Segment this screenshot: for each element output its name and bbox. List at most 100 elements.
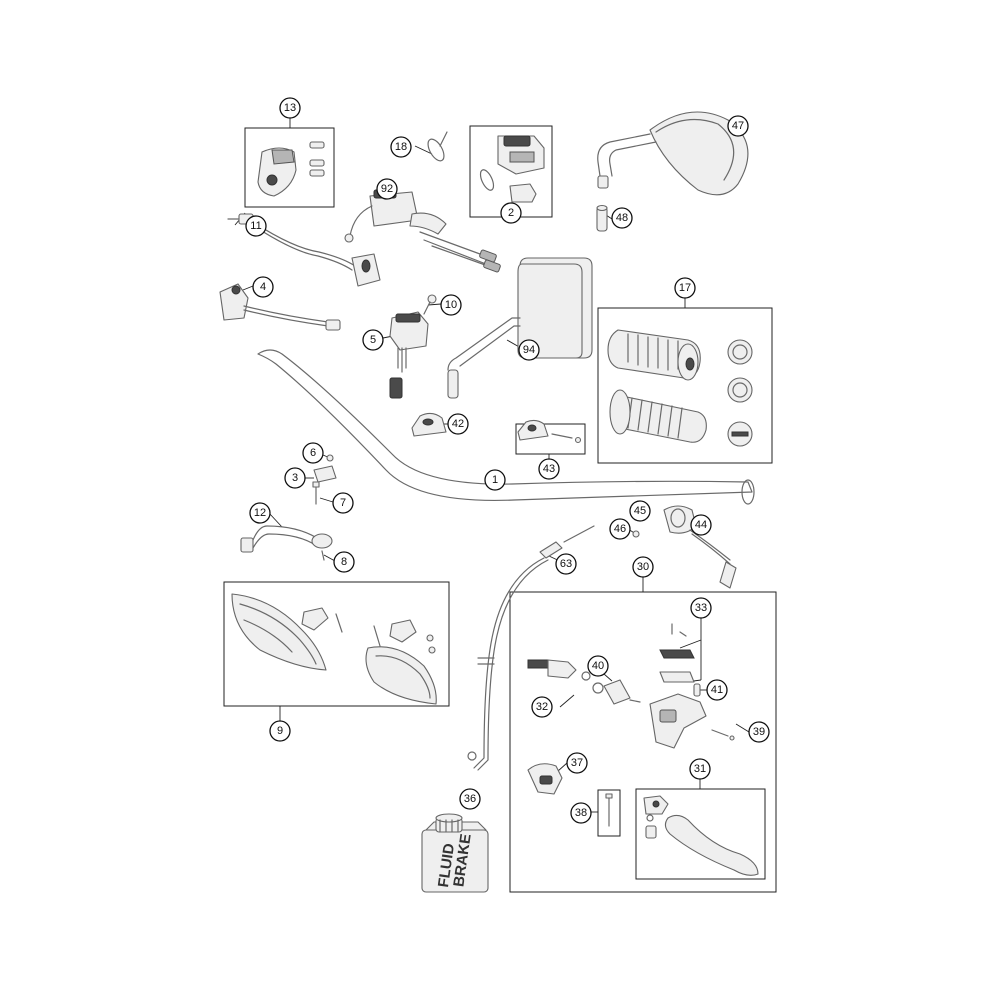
switch-2 — [479, 135, 545, 203]
callout-label: 4 — [260, 281, 266, 293]
callout-label: 17 — [679, 282, 691, 294]
callout-4: 4 — [252, 276, 274, 298]
callout-94: 94 — [518, 339, 540, 361]
callout-36: 36 — [459, 788, 481, 810]
screw-8 — [321, 550, 325, 561]
callout-label: 1 — [492, 474, 498, 486]
callout-38: 38 — [570, 802, 592, 824]
frame-group-43 — [515, 423, 586, 455]
callout-label: 18 — [395, 141, 407, 153]
callout-label: 47 — [732, 120, 744, 132]
callout-label: 92 — [381, 183, 393, 195]
callout-7: 7 — [332, 492, 354, 514]
map-switch-5 — [389, 311, 429, 399]
handlebar-1 — [257, 349, 755, 505]
callout-label: 3 — [292, 472, 298, 484]
callout-label: 63 — [560, 558, 572, 570]
clamp-42 — [411, 412, 447, 437]
callout-label: 10 — [445, 299, 457, 311]
callout-label: 9 — [277, 725, 283, 737]
nut-48 — [596, 204, 608, 232]
callout-9: 9 — [269, 720, 291, 742]
callout-label: 37 — [571, 757, 583, 769]
callout-39: 39 — [748, 721, 770, 743]
callout-63: 63 — [555, 553, 577, 575]
brake-lever-31 — [643, 795, 759, 876]
callout-label: 31 — [694, 763, 706, 775]
callout-label: 43 — [543, 463, 555, 475]
switch-housing-13 — [257, 141, 325, 197]
callout-label: 30 — [637, 561, 649, 573]
callout-46: 46 — [609, 518, 631, 540]
callout-33: 33 — [690, 597, 712, 619]
callout-label: 6 — [310, 447, 316, 459]
screw-10 — [423, 294, 437, 315]
callout-5: 5 — [362, 329, 384, 351]
callout-31: 31 — [689, 758, 711, 780]
callout-47: 47 — [727, 115, 749, 137]
clamp-37 — [527, 763, 563, 795]
callout-label: 94 — [523, 344, 535, 356]
bolt-38 — [605, 793, 613, 827]
callout-label: 2 — [508, 207, 514, 219]
frame-group-9 — [223, 581, 450, 707]
callout-label: 40 — [592, 660, 604, 672]
grips-17 — [607, 329, 753, 447]
callout-label: 44 — [695, 519, 707, 531]
callout-30: 30 — [632, 556, 654, 578]
callout-48: 48 — [611, 207, 633, 229]
callout-label: 13 — [284, 102, 296, 114]
callout-label: 5 — [370, 334, 376, 346]
callout-32: 32 — [531, 696, 553, 718]
callout-label: 39 — [753, 726, 765, 738]
frame-group-30 — [509, 591, 777, 893]
callout-92: 92 — [376, 178, 398, 200]
callout-3: 3 — [284, 467, 306, 489]
callout-1: 1 — [484, 469, 506, 491]
bottle-label-line2: FLUID — [435, 842, 458, 888]
callout-10: 10 — [440, 294, 462, 316]
brake-master-cylinder-30 — [527, 623, 735, 749]
callout-label: 33 — [695, 602, 707, 614]
callout-label: 38 — [575, 807, 587, 819]
callout-label: 46 — [614, 523, 626, 535]
callout-41: 41 — [706, 679, 728, 701]
callout-label: 41 — [711, 684, 723, 696]
callout-17: 17 — [674, 277, 696, 299]
brake-line-63 — [467, 525, 595, 771]
callout-18: 18 — [390, 136, 412, 158]
callout-2: 2 — [500, 202, 522, 224]
callout-44: 44 — [690, 514, 712, 536]
clamp-set-43 — [517, 419, 582, 444]
frame-group-31 — [635, 788, 766, 880]
callout-label: 32 — [536, 701, 548, 713]
frame-part-38 — [597, 789, 621, 837]
brake-fluid-bottle-36: BRAKE FLUID — [421, 813, 489, 893]
mirror-47 — [597, 111, 749, 196]
callout-40: 40 — [587, 655, 609, 677]
callout-11: 11 — [245, 215, 267, 237]
callout-label: 8 — [341, 556, 347, 568]
start-switch-4 — [219, 283, 341, 331]
callout-43: 43 — [538, 458, 560, 480]
number-plate-94 — [447, 257, 593, 399]
callout-label: 45 — [634, 505, 646, 517]
callout-label: 48 — [616, 212, 628, 224]
callout-42: 42 — [447, 413, 469, 435]
callout-label: 36 — [464, 793, 476, 805]
cable-tie-18 — [427, 131, 448, 162]
callout-12: 12 — [249, 502, 271, 524]
callout-label: 7 — [340, 497, 346, 509]
callout-label: 12 — [254, 507, 266, 519]
callout-45: 45 — [629, 500, 651, 522]
callout-37: 37 — [566, 752, 588, 774]
callout-label: 11 — [250, 220, 261, 232]
hand-guards-9 — [231, 593, 437, 705]
frame-group-13 — [244, 127, 335, 208]
wiring-lead-12 — [240, 525, 333, 553]
callout-6: 6 — [302, 442, 324, 464]
callout-13: 13 — [279, 97, 301, 119]
callout-8: 8 — [333, 551, 355, 573]
